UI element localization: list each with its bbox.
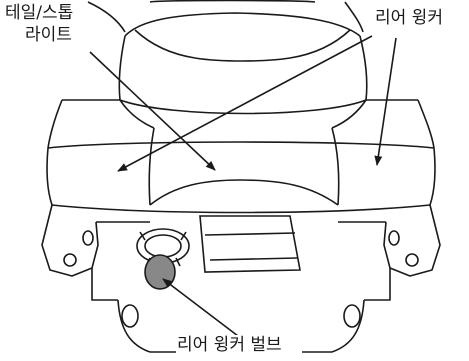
tail-stop-light-label-line2: 라이트 [24, 25, 73, 45]
rear-winker-bulb-label: 리어 윙커 벌브 [176, 335, 283, 355]
arrow-winker-left [117, 35, 373, 172]
mounting-holes [63, 230, 419, 328]
seat-outline [87, 0, 368, 129]
rear-winker-label: 리어 윙커 [374, 8, 444, 28]
arrow-tail-light-left [89, 51, 216, 171]
tail-stop-light-label-line1: 테일/스톱 [4, 3, 75, 23]
tail-light-housing [46, 99, 436, 214]
mounting-bracket [41, 204, 441, 353]
leader-arrows [89, 35, 397, 337]
arrow-bulb [162, 278, 239, 337]
license-plate-recess [199, 215, 301, 273]
arrow-winker-right [374, 37, 397, 166]
